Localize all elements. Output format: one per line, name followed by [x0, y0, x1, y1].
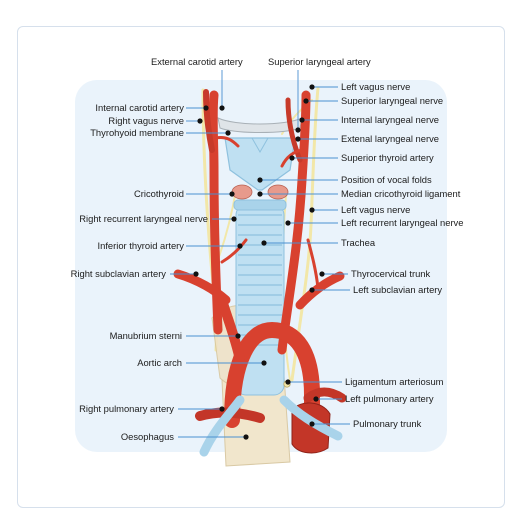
- dot-left-vagus-top: [309, 84, 315, 90]
- right-inferior-thyroid-artery-shape: [220, 238, 248, 264]
- dot-extenal-laryngeal-nerve: [295, 136, 301, 142]
- dot-right-subclavian: [193, 271, 199, 277]
- right-superior-laryngeal-artery-shape: [214, 136, 240, 148]
- left-vagus-nerve-shape: [290, 86, 320, 382]
- label-left-vagus-nerve-top: Left vagus nerve: [341, 81, 410, 92]
- dot-manubrium: [235, 333, 241, 339]
- dot-ligamentum: [285, 379, 291, 385]
- dot-thyrocervical: [319, 271, 325, 277]
- dot-right-pulmonary: [219, 406, 225, 412]
- dot-superior-laryngeal-nerve: [303, 98, 309, 104]
- cricothyroid-left-shape: [267, 184, 289, 200]
- label-thyrocervical-trunk: Thyrocervical trunk: [351, 268, 431, 279]
- label-cricothyroid: Cricothyroid: [134, 188, 184, 199]
- label-right-vagus-nerve: Right vagus nerve: [108, 115, 184, 126]
- dot-right-recurrent: [231, 216, 237, 222]
- label-left-recurrent-laryngeal-nerve: Left recurrent laryngeal nerve: [341, 217, 463, 228]
- cricoid-cartilage-shape: [233, 199, 287, 211]
- label-manubrium-sterni: Manubrium sterni: [110, 330, 182, 341]
- label-thyrohyoid-membrane: Thyrohyoid membrane: [90, 127, 184, 138]
- label-right-subclavian-artery: Right subclavian artery: [71, 268, 167, 279]
- label-extenal-laryngeal-nerve: Extenal laryngeal nerve: [341, 133, 439, 144]
- dot-oesophagus: [243, 434, 249, 440]
- label-oesophagus: Oesophagus: [121, 431, 174, 442]
- dot-left-pulmonary: [313, 396, 319, 402]
- left-superior-thyroid-artery-shape: [280, 148, 304, 168]
- leader-lines: [170, 70, 350, 438]
- label-superior-thyroid-artery: Superior thyroid artery: [341, 152, 434, 163]
- label-right-pulmonary-artery: Right pulmonary artery: [79, 403, 174, 414]
- label-external-carotid-artery: External carotid artery: [151, 56, 243, 67]
- label-superior-laryngeal-nerve: Superior laryngeal nerve: [341, 95, 443, 106]
- brachiocephalic-trunk-shape: [217, 295, 245, 365]
- arteries: [173, 89, 345, 448]
- dot-internal-carotid: [203, 105, 209, 111]
- label-left-pulmonary-artery: Left pulmonary artery: [345, 393, 434, 404]
- right-internal-carotid-shape: [203, 89, 215, 153]
- left-common-carotid-shape: [277, 90, 311, 355]
- label-ligamentum-arteriosum: Ligamentum arteriosum: [345, 376, 444, 387]
- dot-vocal-folds: [257, 177, 263, 183]
- dot-superior-laryngeal-artery: [295, 127, 301, 133]
- dot-trachea: [261, 240, 267, 246]
- dot-pulmonary-trunk: [309, 421, 315, 427]
- dot-superior-thyroid-artery: [289, 155, 295, 161]
- dot-left-subclavian: [309, 287, 315, 293]
- label-right-recurrent-laryngeal-nerve: Right recurrent laryngeal nerve: [79, 213, 208, 224]
- leader-dots: [193, 84, 325, 440]
- labels: External carotid artery Superior larynge…: [71, 56, 464, 442]
- aortic-arch-shape: [224, 321, 320, 448]
- label-aortic-arch: Aortic arch: [137, 357, 182, 368]
- dot-aortic-arch: [261, 360, 267, 366]
- pulmonary-vessels: [195, 380, 347, 457]
- dot-external-carotid: [219, 105, 225, 111]
- label-trachea: Trachea: [341, 237, 376, 248]
- dot-left-vagus-mid: [309, 207, 315, 213]
- label-median-cricothyroid-ligament: Median cricothyroid ligament: [341, 188, 461, 199]
- label-internal-laryngeal-nerve: Internal laryngeal nerve: [341, 114, 439, 125]
- hyoid-bone-shape: [217, 117, 303, 133]
- bronchus-left-shape: [279, 395, 343, 441]
- label-inferior-thyroid-artery: Inferior thyroid artery: [98, 240, 185, 251]
- dot-internal-laryngeal-nerve: [299, 117, 305, 123]
- label-pulmonary-trunk: Pulmonary trunk: [353, 418, 422, 429]
- label-internal-carotid-artery: Internal carotid artery: [95, 102, 184, 113]
- label-left-vagus-nerve-mid: Left vagus nerve: [341, 204, 410, 215]
- label-superior-laryngeal-artery: Superior laryngeal artery: [268, 56, 371, 67]
- larynx-shape: [217, 117, 303, 211]
- dot-cricothyroid: [229, 191, 235, 197]
- dot-median-cricothyroid: [257, 191, 263, 197]
- dot-thyrohyoid-membrane: [225, 130, 231, 136]
- dot-right-vagus: [197, 118, 203, 124]
- dot-left-recurrent: [285, 220, 291, 226]
- thyroid-notch: [251, 137, 269, 154]
- left-external-carotid-shape: [285, 97, 303, 163]
- label-left-subclavian-artery: Left subclavian artery: [353, 284, 442, 295]
- thyrocervical-trunk-shape: [306, 238, 320, 290]
- label-position-of-vocal-folds: Position of vocal folds: [341, 174, 432, 185]
- bronchus-right-shape: [199, 395, 245, 457]
- cricothyroid-right-shape: [231, 184, 253, 200]
- dot-inferior-thyroid: [237, 243, 243, 249]
- left-pulmonary-artery-shape: [303, 387, 347, 403]
